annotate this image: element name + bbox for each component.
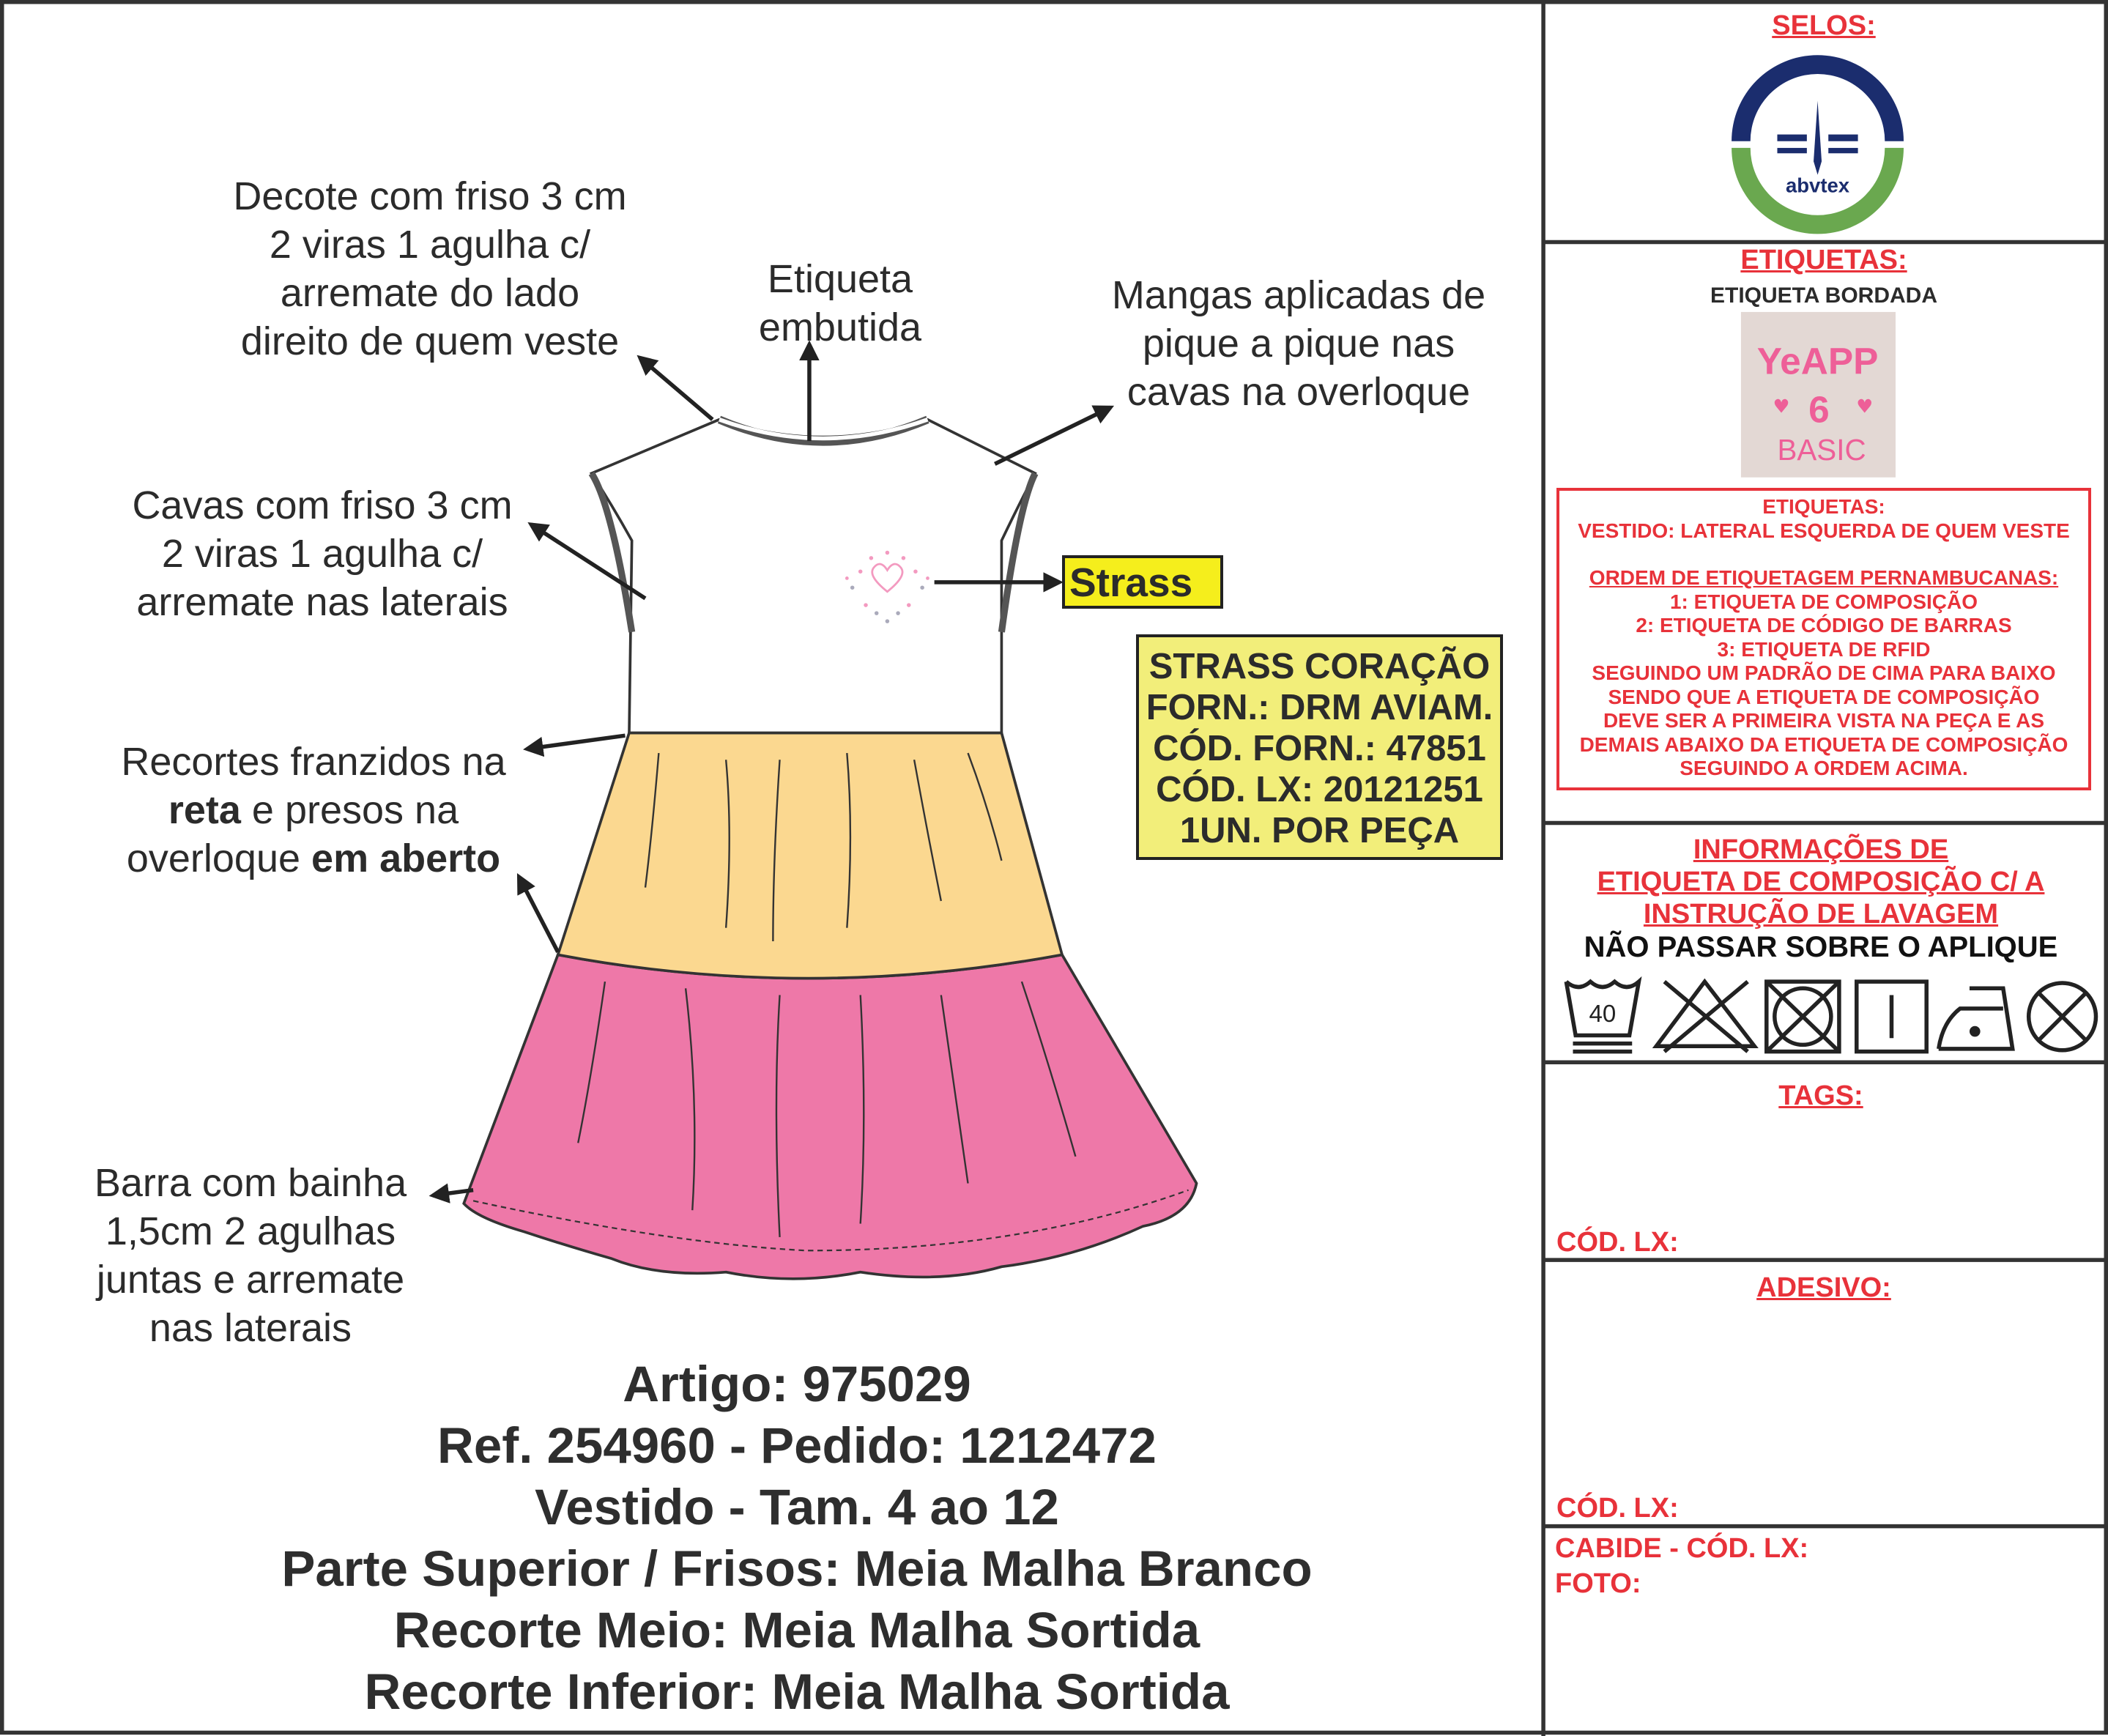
annotation-decote: Decote com friso 3 cm 2 viras 1 agulha c… xyxy=(233,172,626,366)
line-dry-icon xyxy=(1855,979,1929,1054)
info-line: 1UN. POR PEÇA xyxy=(1179,811,1460,850)
annotation-line: arremate do lado xyxy=(280,271,580,315)
annotation-mangas: Mangas aplicadas de pique a pique nas ca… xyxy=(1112,271,1485,416)
tags-heading: TAGS: xyxy=(1778,1080,1863,1111)
box-line: 2: ETIQUETA DE CÓDIGO DE BARRAS xyxy=(1636,614,2012,637)
panel-row-dividers xyxy=(1543,240,2108,1529)
annotation-line: Recortes franzidos na xyxy=(121,740,506,784)
annotation-line: arremate nas laterais xyxy=(136,580,508,624)
product-material-top: Parte Superior / Frisos: Meia Malha Bran… xyxy=(281,1540,1313,1597)
svg-text:6: 6 xyxy=(1808,387,1830,430)
box-order-heading: ORDEM DE ETIQUETAGEM PERNAMBUCANAS: xyxy=(1589,566,2059,589)
annotation-barra: Barra com bainha 1,5cm 2 agulhas juntas … xyxy=(94,1159,407,1352)
box-line: VESTIDO: LATERAL ESQUERDA DE QUEM VESTE xyxy=(1578,519,2070,542)
annotation-line: 2 viras 1 agulha c/ xyxy=(161,532,483,576)
abvtex-seal-logo: abvtex xyxy=(1732,55,1904,234)
iron-low-icon xyxy=(1937,986,2015,1051)
text: e presos na xyxy=(240,788,459,832)
strass-label: Strass xyxy=(1062,555,1223,609)
product-ref: Ref. 254960 - Pedido: 1212472 xyxy=(437,1417,1157,1474)
no-tumble-dry-icon xyxy=(1764,979,1841,1054)
annotation-line: direito de quem veste xyxy=(240,319,620,363)
no-iron-warning: NÃO PASSAR SOBRE O APLIQUE xyxy=(1584,931,2058,963)
box-line: 3: ETIQUETA DE RFID xyxy=(1717,637,1931,661)
info-heading-line: INSTRUÇÃO DE LAVAGEM xyxy=(1643,899,1999,930)
product-material-middle: Recorte Meio: Meia Malha Sortida xyxy=(393,1602,1200,1658)
annotation-line: Mangas aplicadas de xyxy=(1111,273,1486,317)
text: overloque xyxy=(126,837,312,880)
svg-text:♥: ♥ xyxy=(1856,396,1873,418)
info-line: FORN.: DRM AVIAM. xyxy=(1146,688,1493,727)
adesivo-heading: ADESIVO: xyxy=(1756,1272,1891,1303)
brand-label-image: YeAPP 6 ♥ ♥ BASIC xyxy=(1740,311,1896,478)
svg-text:YeAPP: YeAPP xyxy=(1757,339,1879,382)
skirt-lower-pink xyxy=(462,953,1198,1280)
selos-heading: SELOS: xyxy=(1772,10,1876,41)
annotation-line: embutida xyxy=(758,305,922,349)
adesivo-cod-lx: CÓD. LX: xyxy=(1556,1493,1679,1524)
box-line: 1: ETIQUETA DE COMPOSIÇÃO xyxy=(1669,590,1978,613)
box-line: SENDO QUE A ETIQUETA DE COMPOSIÇÃO xyxy=(1608,685,2040,708)
care-symbols: 40 xyxy=(1564,976,2098,1054)
box-line: SEGUINDO A ORDEM ACIMA. xyxy=(1680,757,1968,779)
svg-text:BASIC: BASIC xyxy=(1777,433,1866,467)
info-line: STRASS CORAÇÃO xyxy=(1148,647,1491,686)
info-heading-line: ETIQUETA DE COMPOSIÇÃO C/ A xyxy=(1597,867,2045,897)
annotation-line: Decote com friso 3 cm xyxy=(233,174,627,218)
cabide-cod-lx: CABIDE - CÓD. LX: xyxy=(1555,1533,1809,1564)
annotation-line: Cavas com friso 3 cm xyxy=(132,483,513,527)
box-line: DEVE SER A PRIMEIRA VISTA NA PEÇA E AS xyxy=(1603,709,2045,732)
info-heading-line: INFORMAÇÕES DE xyxy=(1693,834,1949,865)
bodice xyxy=(589,418,1037,735)
annotation-recortes: Recortes franzidos na reta e presos na o… xyxy=(121,738,505,883)
product-type: Vestido - Tam. 4 ao 12 xyxy=(535,1479,1059,1535)
labeling-instructions-box: ETIQUETAS: VESTIDO: LATERAL ESQUERDA DE … xyxy=(1556,488,2091,790)
no-bleach-icon xyxy=(1652,978,1759,1053)
bold-text: reta xyxy=(168,788,241,832)
annotation-arrows xyxy=(428,340,1115,1203)
box-line: DEMAIS ABAIXO DA ETIQUETA DE COMPOSIÇÃO xyxy=(1579,732,2068,756)
box-line: SEGUINDO UM PADRÃO DE CIMA PARA BAIXO xyxy=(1592,661,2056,684)
product-details: Artigo: 975029 Ref. 254960 - Pedido: 121… xyxy=(281,1354,1312,1723)
box-title: ETIQUETAS: xyxy=(1762,495,1885,518)
etiquetas-heading: ETIQUETAS: xyxy=(1740,245,1907,275)
annotation-etiqueta: Etiqueta embutida xyxy=(759,255,921,352)
annotation-line: pique a pique nas xyxy=(1142,322,1455,366)
annotation-line: 1,5cm 2 agulhas xyxy=(105,1209,396,1253)
annotation-line: nas laterais xyxy=(149,1306,352,1350)
info-line: CÓD. FORN.: 47851 xyxy=(1153,729,1486,768)
annotation-line: 2 viras 1 agulha c/ xyxy=(269,223,591,267)
skirt-middle-yellow xyxy=(556,731,1064,980)
info-line: CÓD. LX: 20121251 xyxy=(1156,770,1483,809)
product-material-bottom: Recorte Inferior: Meia Malha Sortida xyxy=(364,1663,1230,1720)
wash-temperature: 40 xyxy=(1589,1001,1616,1028)
annotation-line: overloque em aberto xyxy=(121,834,505,883)
foto-label: FOTO: xyxy=(1555,1568,1641,1599)
strass-info-box: STRASS CORAÇÃO FORN.: DRM AVIAM. CÓD. FO… xyxy=(1136,634,1503,860)
svg-text:abvtex: abvtex xyxy=(1786,174,1850,197)
annotation-line: juntas e arremate xyxy=(96,1258,405,1302)
svg-text:♥: ♥ xyxy=(1773,396,1789,418)
annotation-line: Etiqueta xyxy=(767,257,913,301)
annotation-line: Barra com bainha xyxy=(94,1161,407,1205)
annotation-line: reta e presos na xyxy=(121,786,505,834)
bold-text: em aberto xyxy=(311,837,501,880)
etiqueta-bordada: ETIQUETA BORDADA xyxy=(1710,283,1937,308)
no-dry-clean-icon xyxy=(2026,981,2098,1053)
annotation-line: cavas na overloque xyxy=(1127,370,1471,414)
composition-info-heading: INFORMAÇÕES DE ETIQUETA DE COMPOSIÇÃO C/… xyxy=(1597,834,2045,930)
dress-illustration xyxy=(462,415,1198,1280)
heart-strass xyxy=(845,550,929,623)
annotation-cavas: Cavas com friso 3 cm 2 viras 1 agulha c/… xyxy=(132,481,512,626)
product-article: Artigo: 975029 xyxy=(623,1356,971,1412)
tags-cod-lx: CÓD. LX: xyxy=(1556,1227,1679,1258)
wash-40-icon: 40 xyxy=(1564,976,1642,1054)
